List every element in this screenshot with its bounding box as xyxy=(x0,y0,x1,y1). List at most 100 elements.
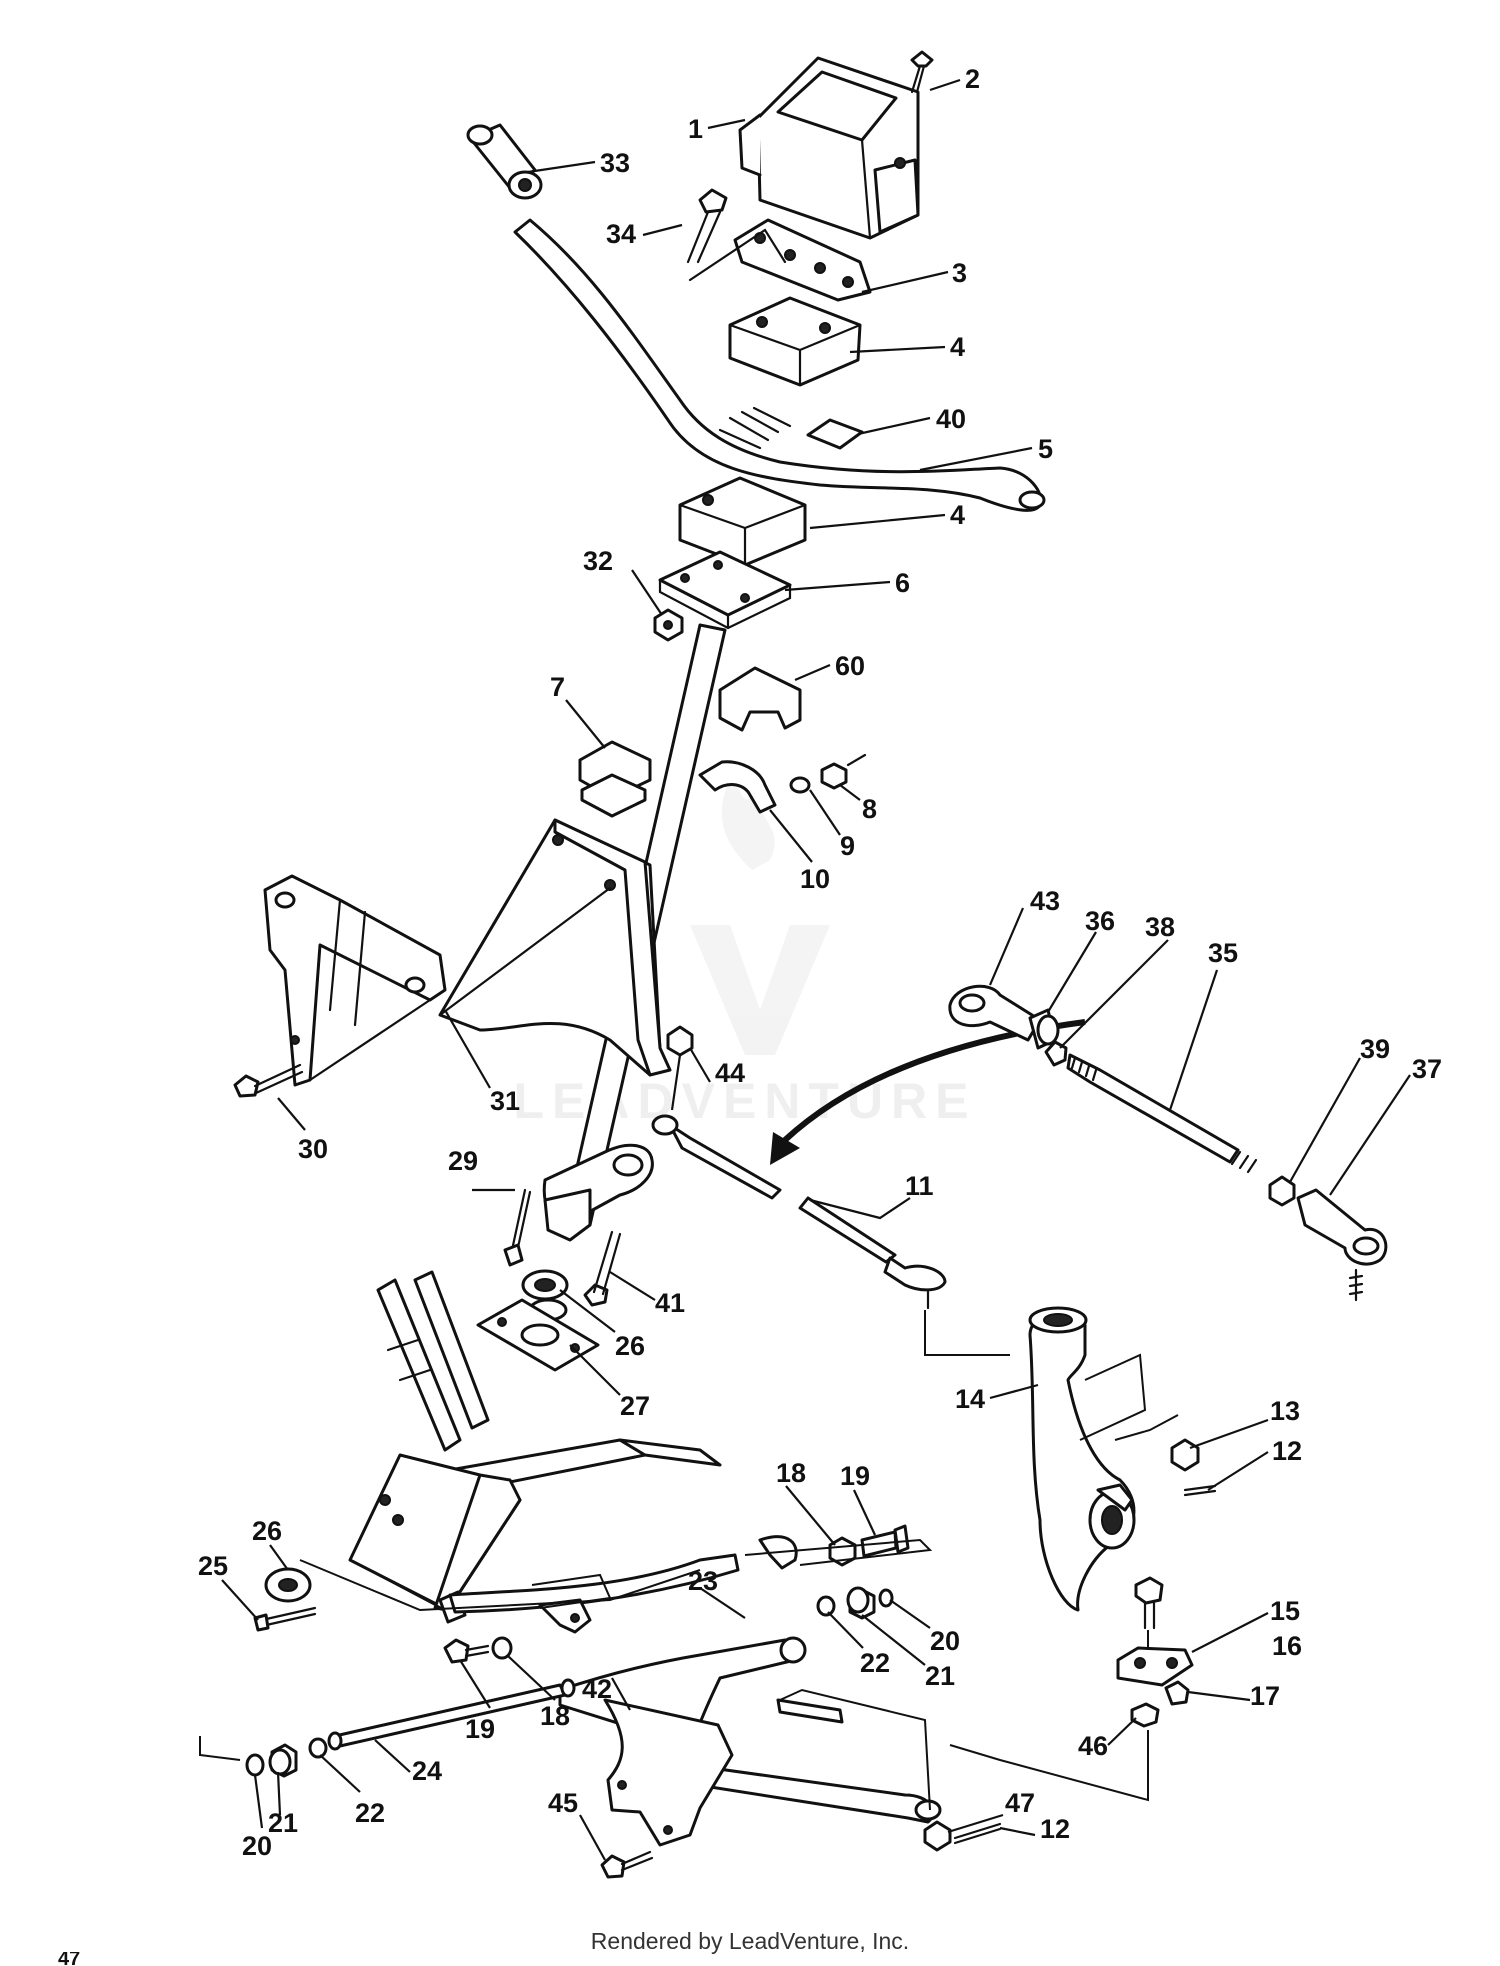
cotter-pin-12-upper xyxy=(1183,1484,1217,1497)
callout-label: 25 xyxy=(198,1551,228,1581)
tie-rod xyxy=(651,1114,947,1310)
nut-44 xyxy=(666,1025,694,1111)
callout-label: 22 xyxy=(355,1798,385,1828)
callout-label: 46 xyxy=(1078,1731,1108,1761)
nut-47 xyxy=(923,1820,952,1852)
callout-label: 39 xyxy=(1360,1034,1390,1064)
callout-label: 47 xyxy=(1005,1788,1035,1818)
bolt-34 xyxy=(686,188,728,264)
nut-8 xyxy=(820,753,867,790)
callout-label: 9 xyxy=(840,831,855,861)
callout-label: 4 xyxy=(950,500,965,530)
front-axle xyxy=(558,1636,942,1824)
bolt-19-lower xyxy=(443,1638,490,1664)
callout-label: 11 xyxy=(905,1171,934,1201)
steering-plate xyxy=(658,550,792,630)
screw-30 xyxy=(233,1063,304,1098)
callout-label: 2 xyxy=(965,64,980,94)
callout-label: 3 xyxy=(952,258,967,288)
bolt-41 xyxy=(583,1230,622,1307)
screw-17 xyxy=(1164,1680,1190,1706)
adjusting-rod-35 xyxy=(1066,1053,1258,1174)
callout-label: 42 xyxy=(582,1674,612,1704)
callout-label: 20 xyxy=(242,1831,272,1861)
screw-2 xyxy=(910,50,934,94)
washer-22-right xyxy=(816,1595,836,1617)
callout-label: 24 xyxy=(412,1756,442,1786)
callout-label: 14 xyxy=(955,1384,985,1414)
callout-label: 16 xyxy=(1272,1631,1302,1661)
cotter-pin-25 xyxy=(253,1606,317,1632)
shaft-clamp xyxy=(698,760,777,814)
grease-fitting-46 xyxy=(1130,1702,1160,1728)
callout-label: 35 xyxy=(1208,938,1238,968)
callout-label: 5 xyxy=(1038,434,1053,464)
callout-label: 38 xyxy=(1145,912,1175,942)
clamp-block-lower xyxy=(678,476,807,567)
callout-label: 15 xyxy=(1270,1596,1300,1626)
callout-label: 43 xyxy=(1030,886,1060,916)
callout-label: 1 xyxy=(688,114,703,144)
washer-20-right xyxy=(878,1588,894,1608)
callout-label: 13 xyxy=(1270,1396,1300,1426)
callout-label: 32 xyxy=(583,546,613,576)
callout-label: 6 xyxy=(895,568,910,598)
callout-label: 27 xyxy=(620,1391,650,1421)
callout-label: 10 xyxy=(800,864,830,894)
callout-label: 30 xyxy=(298,1134,328,1164)
tie-rod-end-37 xyxy=(1296,1188,1388,1302)
callout-label: 60 xyxy=(835,651,865,681)
callout-label: 12 xyxy=(1040,1814,1070,1844)
clamp-block-upper xyxy=(728,296,862,387)
handlebar-grip xyxy=(466,123,543,200)
bushing-21-left xyxy=(268,1743,298,1778)
callout-label: 19 xyxy=(840,1461,870,1491)
callout-label: 21 xyxy=(925,1661,955,1691)
decal xyxy=(806,418,864,450)
steering-hub-cover xyxy=(738,56,920,240)
bolt-45 xyxy=(600,1850,654,1879)
cotter-pin-29 xyxy=(503,1188,532,1267)
callout-label: 31 xyxy=(490,1086,520,1116)
steering-spindle xyxy=(1028,1306,1136,1612)
washer-20-left xyxy=(245,1753,265,1777)
callout-label: 21 xyxy=(268,1808,298,1838)
callout-label: 34 xyxy=(606,219,636,249)
washer-22-left xyxy=(308,1737,328,1759)
callout-label: 8 xyxy=(862,794,877,824)
callout-labels: 1 2 33 34 3 4 40 5 4 32 6 60 7 8 9 10 43… xyxy=(198,64,1442,1861)
nut-18-lower xyxy=(491,1636,513,1660)
callout-label: 20 xyxy=(930,1626,960,1656)
callout-label: 7 xyxy=(550,672,565,702)
callout-label: 45 xyxy=(548,1788,578,1818)
nut-32 xyxy=(653,608,684,642)
leadventure-watermark-logo: LEADVENTURE xyxy=(513,770,969,1129)
callout-label: 19 xyxy=(465,1714,495,1744)
callout-label: 26 xyxy=(615,1331,645,1361)
tie-rod-end-43 xyxy=(948,984,1042,1042)
bushing-21-right xyxy=(846,1586,876,1620)
callout-label: 29 xyxy=(448,1146,478,1176)
page-number-mark: 47 xyxy=(58,1952,81,1966)
bracket-31 xyxy=(263,874,447,1087)
bushing-60 xyxy=(718,666,802,732)
bushing-7 xyxy=(578,740,652,818)
nut-13 xyxy=(1170,1438,1200,1472)
spacer-36 xyxy=(1028,1008,1060,1050)
callout-label: 26 xyxy=(252,1516,282,1546)
dash-panel xyxy=(438,818,672,1077)
washer-9 xyxy=(789,776,811,794)
callout-label: 17 xyxy=(1250,1681,1280,1711)
callout-label: 23 xyxy=(688,1566,718,1596)
mounting-plate-27 xyxy=(476,1298,600,1372)
callout-label: 37 xyxy=(1412,1054,1442,1084)
pivot-rod xyxy=(327,1678,576,1751)
callout-label: 12 xyxy=(1272,1436,1302,1466)
rendered-by-footer: Rendered by LeadVenture, Inc. xyxy=(590,1928,910,1954)
cotter-pin-12-lower xyxy=(953,1822,1002,1845)
assembly-guide-lines xyxy=(199,1310,1179,1811)
callout-label: 33 xyxy=(600,148,630,178)
bearing-26-lower xyxy=(264,1567,312,1603)
steering-arm-plate xyxy=(1116,1646,1194,1687)
